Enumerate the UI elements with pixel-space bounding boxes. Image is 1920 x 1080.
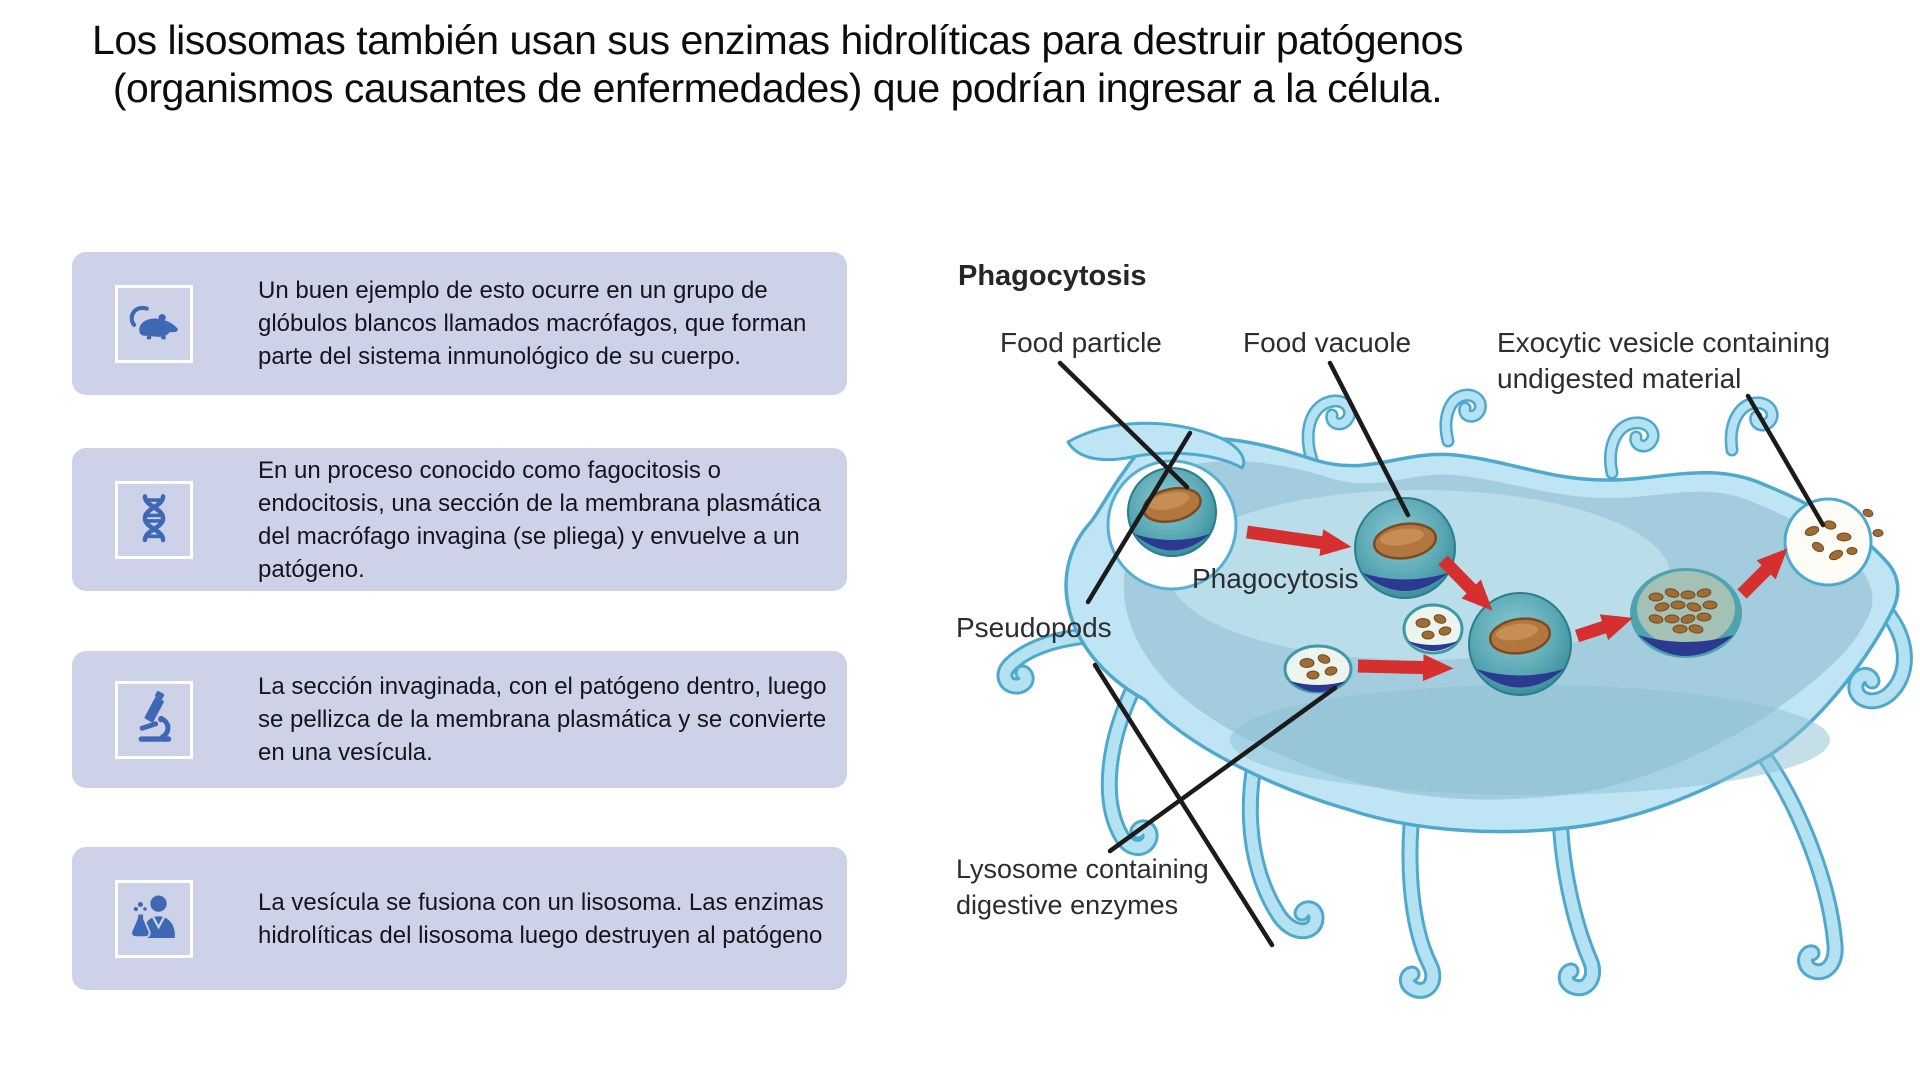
fusing-lysosome (1402, 603, 1464, 655)
scientist-icon (115, 879, 193, 958)
phagocytosis-diagram: Phagocytosis Food particle Food vacuole … (950, 245, 1915, 1020)
lysosome-vesicle (1283, 644, 1353, 694)
food-particle-label: Food particle (1000, 327, 1162, 358)
leader-lines (1057, 360, 1826, 948)
exocytic-vesicle (1783, 497, 1884, 587)
upper-jaw-pseudopod (1066, 421, 1246, 470)
microscope-icon (115, 680, 193, 759)
dna-icon (115, 480, 193, 559)
diagram-title: Phagocytosis (958, 260, 1147, 292)
fused-vesicle (1468, 592, 1572, 696)
title-line-1: Los lisosomas también usan sus enzimas h… (92, 17, 1463, 63)
step-text-2: En un proceso conocido como fagocitosis … (258, 456, 821, 583)
food-vacuole (1354, 497, 1456, 599)
step-card-macrophages: Un buen ejemplo de esto ocurre en un gru… (72, 252, 847, 395)
exocytic-label-line1: Exocytic vesicle containing (1497, 327, 1830, 358)
digestion-vesicle (1630, 568, 1742, 658)
lysosome-label-line1: Lysosome containing (956, 854, 1209, 884)
step-text-4: La vesícula se fusiona con un lisosoma. … (258, 888, 824, 949)
process-arrows (1246, 525, 1788, 682)
pseudopod-tentacles (996, 596, 1913, 999)
lysosome-label-line2: digestive enzymes (956, 890, 1178, 920)
step-card-vesicle: La sección invaginada, con el patógeno d… (72, 651, 847, 788)
step-card-phagocytosis-process: En un proceso conocido como fagocitosis … (72, 448, 847, 591)
top-finger-pseudopods (1301, 388, 1779, 480)
page-title: Los lisosomas también usan sus enzimas h… (0, 16, 1555, 113)
step-card-lysosome-fusion: La vesícula se fusiona con un lisosoma. … (72, 847, 847, 990)
title-line-2: (organismos causantes de enfermedades) q… (112, 65, 1443, 112)
step-text-1: Un buen ejemplo de esto ocurre en un gru… (258, 277, 807, 370)
step-text-3: La sección invaginada, con el patógeno d… (258, 673, 827, 766)
food-vacuole-label: Food vacuole (1243, 327, 1411, 358)
mouse-icon (115, 284, 193, 363)
phagocytosis-inner-label: Phagocytosis (1192, 563, 1359, 594)
pseudopods-label: Pseudopods (956, 612, 1112, 643)
exocytic-label-line2: undigested material (1497, 363, 1741, 394)
